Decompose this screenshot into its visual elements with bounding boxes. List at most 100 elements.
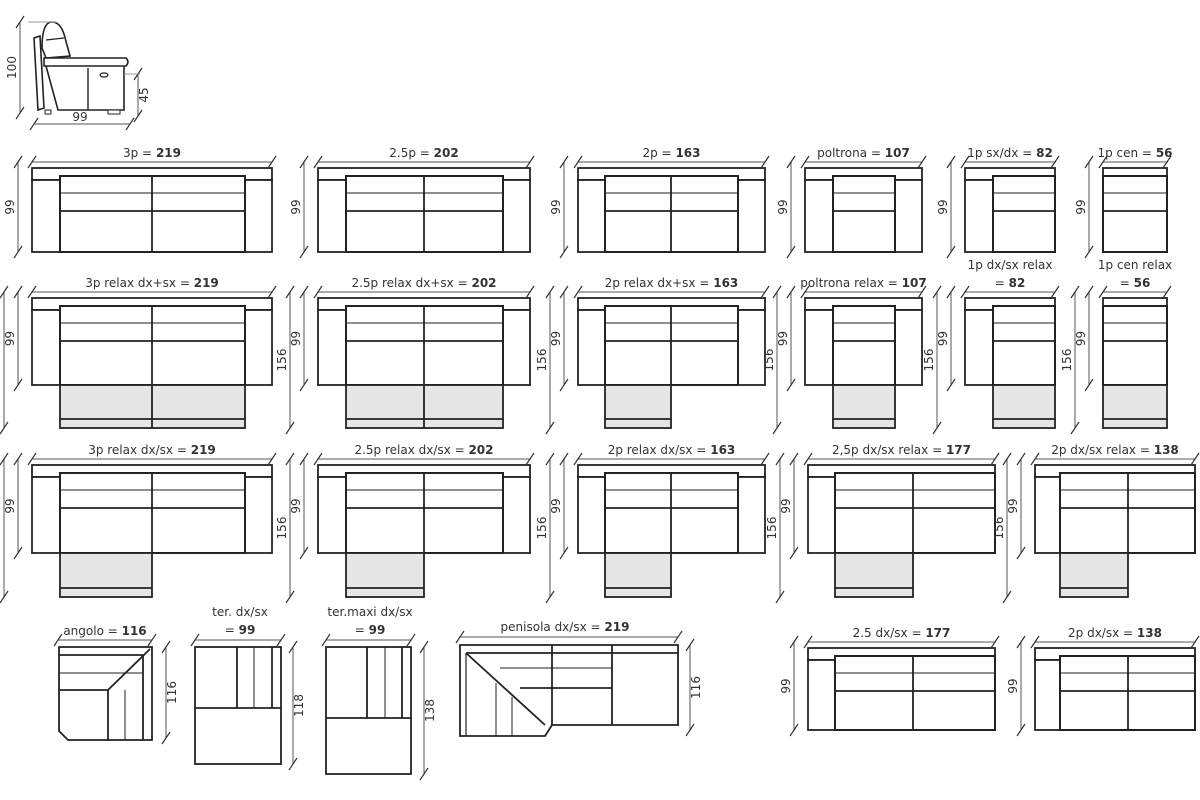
module-label: 2p = 163 [642,146,700,160]
total-height-dimension: 156 [992,517,1006,540]
module-label-text: = [355,623,365,637]
module-label-text: = [995,276,1005,290]
module-width-value: 219 [194,276,219,290]
height-dimension: 99 [3,498,17,513]
height-dimension: 99 [936,331,950,346]
module-width-value: 82 [1009,276,1026,290]
total-height-dimension: 156 [0,349,3,372]
sofa-module: 3p relax dx/sx = 219 99 156 [0,443,277,604]
module-label-text: angolo = [63,624,117,638]
module-label: 1p cen relax [1098,258,1172,272]
module-width-value: 138 [1137,626,1162,640]
module-label: 1p dx/sx relax [968,258,1053,272]
recline-button-icon [99,72,109,78]
module-label: 1p cen = 56 [1097,146,1172,160]
height-dimension: 99 [1006,678,1020,693]
total-height-dimension: 156 [275,517,289,540]
total-height-dimension: 156 [1060,349,1074,372]
height-dimension: 99 [1074,199,1088,214]
height-dimension: 116 [165,681,179,704]
module-label: 3p = 219 [123,146,181,160]
module-label-text: 1p cen = [1097,146,1152,160]
module-label: 2.5p = 202 [389,146,458,160]
module-label: 2p relax dx/sx = 163 [608,443,736,457]
module-label-text: 2p relax dx/sx = [608,443,707,457]
module-width-value: 219 [604,620,629,634]
module-label-text: 2p dx/sx relax = [1051,443,1150,457]
module-width-value: 219 [191,443,216,457]
module-label-text: 2.5p = [389,146,430,160]
module-width-value: 99 [369,623,386,637]
side-view-depth: 99 [72,110,87,124]
module-label: = 56 [1120,276,1151,290]
module-width-value: 56 [1156,146,1173,160]
height-dimension: 118 [292,694,306,717]
side-view-height: 100 [5,56,19,79]
module-label: penisola dx/sx = 219 [501,620,630,634]
module-label-text: 2.5p relax dx/sx = [354,443,464,457]
module-label-text: 3p relax dx/sx = [88,443,187,457]
module-label-text: ter. dx/sx [212,605,268,619]
module-width-value: 177 [946,443,971,457]
module-width-value: 163 [710,443,735,457]
total-height-dimension: 156 [0,517,3,540]
module-width-value: 56 [1134,276,1151,290]
module-label-text: 1p sx/dx = [967,146,1032,160]
module-width-value: 177 [925,626,950,640]
height-dimension: 99 [776,199,790,214]
total-height-dimension: 156 [765,517,779,540]
height-dimension: 99 [289,331,303,346]
total-height-dimension: 156 [275,349,289,372]
module-label-text: penisola dx/sx = [501,620,601,634]
sofa-module: poltrona = 107 99 [776,146,927,259]
module-width-value: 116 [122,624,147,638]
total-height-dimension: 156 [535,349,549,372]
height-dimension: 99 [779,678,793,693]
sofa-module: 1p cen = 56 99 [1074,146,1173,259]
module-label: poltrona = 107 [817,146,910,160]
module-label: poltrona relax = 107 [800,276,926,290]
total-height-dimension: 156 [922,349,936,372]
side-view-seat-height: 45 [137,87,151,102]
module-width-value: 107 [885,146,910,160]
total-height-dimension: 156 [762,349,776,372]
height-dimension: 99 [1074,331,1088,346]
module-width-value: 202 [434,146,459,160]
module-label: 3p relax dx+sx = 219 [85,276,219,290]
sofa-module: 2p dx/sx = 138 99 [1006,626,1200,737]
module-label-text: 1p dx/sx relax [968,258,1053,272]
module-label-text: 2.5 dx/sx = [853,626,922,640]
height-dimension: 99 [289,498,303,513]
module-label: 2,5p dx/sx relax = 177 [832,443,971,457]
sofa-module: 2.5p = 202 99 [289,146,535,259]
module-label: ter. dx/sx [212,605,268,619]
module-width-value: 202 [468,443,493,457]
height-dimension: 99 [549,331,563,346]
height-dimension: 99 [289,199,303,214]
total-height-dimension: 156 [535,517,549,540]
module-label-text: 2p dx/sx = [1068,626,1133,640]
sofa-module: 1p sx/dx = 82 99 [936,146,1060,259]
height-dimension: 99 [1006,498,1020,513]
module-label-text: = [225,623,235,637]
module-width-value: 82 [1036,146,1053,160]
height-dimension: 99 [3,331,17,346]
module-label: = 99 [355,623,386,637]
module-label-text: poltrona relax = [800,276,898,290]
module-label: 2p relax dx+sx = 163 [605,276,739,290]
module-label: 3p relax dx/sx = 219 [88,443,216,457]
module-label: 2.5p relax dx/sx = 202 [354,443,493,457]
module-label: = 99 [225,623,256,637]
height-dimension: 99 [936,199,950,214]
module-width-value: 107 [902,276,927,290]
module-label-text: 2.5p relax dx+sx = [351,276,467,290]
